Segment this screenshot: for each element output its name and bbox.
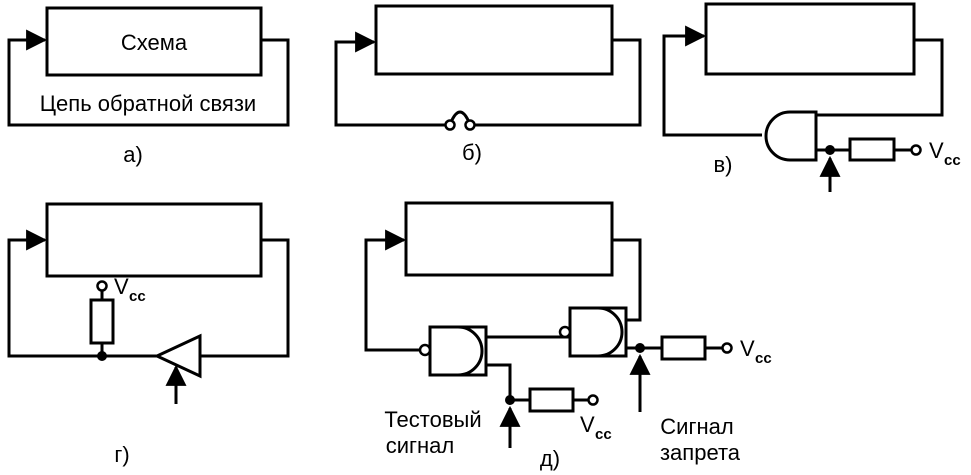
buffer-triangle	[153, 333, 202, 379]
vcc-terminal	[96, 280, 108, 292]
vcc-label: V	[114, 274, 129, 299]
gate-1-input-b	[486, 363, 512, 400]
circuit-box	[374, 4, 614, 76]
feedback-loop-left	[334, 31, 446, 127]
nand-gate-2	[568, 306, 624, 358]
feedback-in	[364, 229, 420, 352]
circuit-box-label: Схема	[121, 30, 188, 55]
jumper-terminal-left	[444, 119, 456, 131]
vcc-subscript-test: cc	[595, 426, 612, 443]
panel-g: V cc г)	[7, 202, 290, 467]
feedback-loop	[7, 29, 290, 127]
panel-label-a: а)	[123, 142, 143, 167]
feedback-in	[662, 25, 762, 137]
vcc-label-test: V	[580, 412, 595, 437]
nand-gate-1-back	[428, 325, 488, 377]
feedback-out	[816, 38, 944, 117]
nand-gate-2-body	[568, 306, 628, 358]
panel-label-g: г)	[114, 442, 129, 467]
pullup-resistor-inhibit	[660, 335, 707, 361]
and-gate	[764, 110, 818, 162]
feedback-out	[612, 238, 642, 322]
gate-2-inversion-bubble	[558, 325, 572, 339]
jumper-terminal-right	[464, 119, 476, 131]
vcc-terminal-test	[587, 394, 599, 406]
panel-label-d: д)	[540, 446, 560, 471]
gate-1-inversion-bubble	[418, 343, 432, 357]
vcc-terminal-inhibit	[721, 342, 733, 354]
inhibit-label-2: запрета	[660, 440, 741, 465]
circuit-box	[45, 202, 263, 278]
panel-a: Схема Цепь обратной связи а)	[7, 6, 290, 167]
pullup-resistor-test	[528, 387, 575, 413]
panel-b: б)	[334, 4, 642, 165]
circuit-box	[704, 2, 916, 76]
panel-d: V cc V cc Тестовый сигнал Сигнал запрета…	[364, 201, 772, 471]
vcc-label: V	[929, 138, 944, 163]
jumper-link	[450, 110, 470, 121]
feedback-out	[200, 238, 290, 358]
panel-label-v: в)	[713, 152, 732, 177]
inhibit-label-1: Сигнал	[660, 414, 733, 439]
vcc-subscript: cc	[944, 152, 961, 169]
feedback-loop-label: Цепь обратной связи	[40, 91, 256, 116]
junction-dot-inhibit	[635, 343, 645, 353]
junction-dot	[825, 145, 835, 155]
vcc-subscript-inhibit: cc	[755, 350, 772, 367]
panel-v: V cc в)	[662, 2, 961, 192]
circuit-box	[404, 201, 614, 277]
test-signal-label-1: Тестовый	[384, 407, 481, 432]
vcc-label-inhibit: V	[740, 336, 755, 361]
panel-label-b: б)	[462, 140, 482, 165]
vcc-terminal	[910, 144, 922, 156]
feedback-in	[7, 229, 157, 358]
vcc-subscript: cc	[129, 288, 146, 305]
feedback-loop-right	[474, 38, 642, 127]
nand-gate-1	[428, 325, 484, 377]
junction-dot-test	[505, 395, 515, 405]
pullup-resistor	[89, 298, 115, 345]
pullup-resistor	[848, 137, 896, 162]
test-signal-label-2: сигнал	[386, 433, 455, 458]
